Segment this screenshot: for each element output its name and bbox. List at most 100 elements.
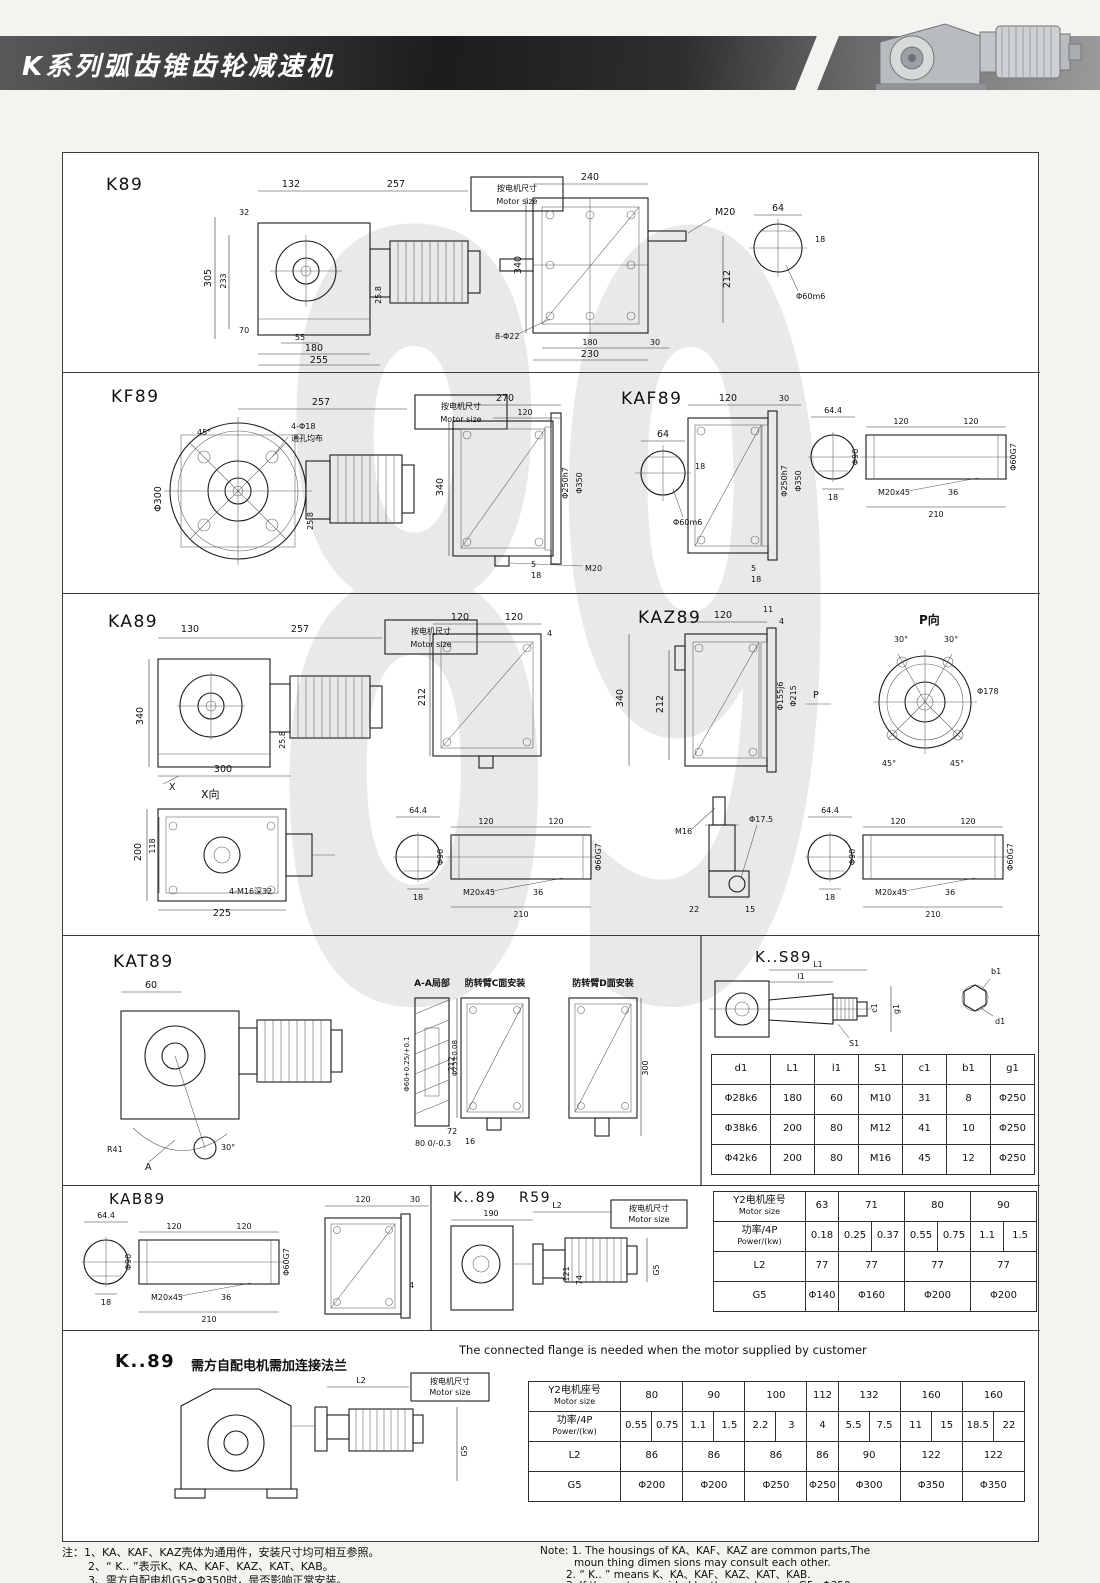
section-title-k89: K89 bbox=[106, 175, 144, 195]
ks89-cell: 180 bbox=[770, 1084, 815, 1115]
dim-label: 通孔均布 bbox=[291, 433, 323, 443]
dim-label: b1 bbox=[991, 967, 1001, 976]
dim-label: 121 bbox=[562, 1266, 571, 1281]
dim-label: Φ215 bbox=[789, 685, 798, 707]
kr59-l2: 77 bbox=[805, 1251, 839, 1282]
dim-label: Φ350 bbox=[575, 472, 584, 494]
k89-front-view-drawing bbox=[499, 183, 724, 361]
dim-label: Φ250h7 bbox=[561, 467, 570, 499]
dim-label: 36 bbox=[221, 1293, 231, 1302]
ks89-cell: Φ250 bbox=[990, 1114, 1035, 1145]
footnotes: 注：1、KA、KAF、KAZ壳体为通用件，安装尺寸均可相互参照。 2、“ K..… bbox=[62, 1545, 1042, 1583]
dim-label: Φ90 bbox=[124, 1254, 133, 1270]
dim-label: 45° bbox=[197, 428, 211, 437]
section-title-kaz89: KAZ89 bbox=[638, 608, 702, 628]
motor-size-label-cn: 按电机尺寸 bbox=[497, 183, 537, 193]
dim-label: Φ17.5 bbox=[749, 815, 773, 824]
shaft-detail-drawing: 64.4 18 120 120 Φ90 M20x45 36 210 Φ60G7 bbox=[81, 1211, 291, 1324]
section-kflange: K..89 需方自配电机需加连接法兰 The connected flange … bbox=[63, 1331, 1040, 1542]
ks89-cell: 80 bbox=[814, 1144, 859, 1175]
section-title-kab89: KAB89 bbox=[109, 1190, 166, 1208]
ks89-col-header: c1 bbox=[902, 1054, 947, 1085]
dim-label: 5 bbox=[751, 564, 756, 573]
dim-label: 30° bbox=[944, 635, 958, 644]
ka89-side-view-drawing bbox=[148, 619, 478, 785]
motor-size-label-cn: 按电机尺寸 bbox=[629, 1203, 669, 1213]
section-title-kf89: KF89 bbox=[111, 387, 160, 407]
dim-label: L1 bbox=[813, 960, 823, 969]
note-line: moun thing dimen sions may consult each … bbox=[574, 1556, 831, 1569]
table-label-en: Power/(kw) bbox=[552, 1426, 597, 1436]
section-title-ks89: K..S89 bbox=[755, 948, 812, 966]
dim-label: 210 bbox=[928, 510, 943, 519]
kflange-power: 2.2 bbox=[744, 1411, 777, 1442]
dim-label: 120 bbox=[355, 1195, 370, 1204]
dim-label: 4 bbox=[547, 629, 552, 638]
dim-label: M20 bbox=[585, 564, 602, 573]
kflange-drawings: L2 按电机尺寸 Motor size G5 bbox=[174, 1372, 490, 1499]
k89r59-side-view-drawing bbox=[450, 1199, 688, 1311]
section-title-kat89: KAT89 bbox=[113, 952, 174, 972]
dim-label: 212 bbox=[722, 270, 733, 288]
dim-label: 64.4 bbox=[97, 1211, 115, 1220]
ks89-cell: Φ38k6 bbox=[711, 1114, 771, 1145]
kr59-size: 90 bbox=[970, 1191, 1038, 1222]
dim-label: M16 bbox=[675, 827, 692, 836]
dim-label: 257 bbox=[291, 624, 309, 635]
dim-label: 74 bbox=[575, 1275, 584, 1285]
ks89-cell: 12 bbox=[946, 1144, 991, 1175]
kaz89-front-view-drawing bbox=[628, 621, 831, 773]
dim-label: 120 bbox=[893, 417, 908, 426]
dim-label: Φ60m6 bbox=[673, 518, 702, 527]
ks89-cell: Φ250 bbox=[990, 1084, 1035, 1115]
dim-label: 64.4 bbox=[824, 406, 842, 415]
kflange-size: 80 bbox=[620, 1381, 684, 1412]
dim-label: M20x45 bbox=[878, 488, 910, 497]
flange-note-cn: 需方自配电机需加连接法兰 bbox=[191, 1359, 348, 1374]
dim-label: 30° bbox=[221, 1143, 235, 1152]
dim-label: 120 bbox=[714, 610, 732, 621]
dim-label: 132 bbox=[282, 179, 300, 190]
ks89-cell: M10 bbox=[858, 1084, 903, 1115]
ks89-cell: 200 bbox=[770, 1144, 815, 1175]
table-label-cn: Y2电机座号 bbox=[733, 1195, 786, 1206]
dim-label: Φ60G7 bbox=[1009, 443, 1018, 471]
dim-label: 190 bbox=[483, 1209, 498, 1218]
kflange-power: 3 bbox=[775, 1411, 808, 1442]
kflange-power: 1.1 bbox=[682, 1411, 715, 1442]
dim-label: Φ350 bbox=[794, 470, 803, 492]
kat89-arm-d-drawing bbox=[568, 997, 642, 1137]
dim-label: 212 bbox=[417, 688, 428, 706]
dim-label: 45° bbox=[950, 759, 964, 768]
note-line: 注：1、KA、KAF、KAZ壳体为通用件，安装尺寸均可相互参照。 bbox=[62, 1546, 380, 1559]
dim-label: 18 bbox=[695, 462, 705, 471]
motor-size-label-cn: 按电机尺寸 bbox=[411, 626, 451, 636]
ks89-col-header: S1 bbox=[858, 1054, 903, 1085]
dim-label: Φ90 bbox=[436, 849, 445, 865]
kr59-power: 0.25 bbox=[838, 1221, 872, 1252]
section-title-kflange: K..89 bbox=[115, 1351, 176, 1372]
dim-label: 225 bbox=[213, 908, 231, 919]
dim-label: Φ250h7 bbox=[780, 465, 789, 497]
section-title-kaf89: KAF89 bbox=[621, 389, 683, 409]
kflange-size: 90 bbox=[682, 1381, 746, 1412]
dim-label: 340 bbox=[435, 478, 446, 496]
dim-label: 18 bbox=[101, 1298, 111, 1307]
dim-label: 257 bbox=[312, 397, 330, 408]
kr59-g5: Φ200 bbox=[904, 1281, 972, 1312]
ks89-cell: M12 bbox=[858, 1114, 903, 1145]
kflange-l2: 86 bbox=[682, 1441, 746, 1472]
kaz89-p-view-drawing bbox=[873, 650, 977, 754]
view-label: 防转臂C面安装 bbox=[465, 977, 527, 989]
ks89-shaft-end-drawing bbox=[709, 969, 994, 1039]
shaft-detail-drawing: 64.4 18 120 120 Φ90 M20x45 36 210 Φ60G7 bbox=[808, 406, 1018, 519]
dim-label: 22 bbox=[689, 905, 699, 914]
dim-label: L2 bbox=[552, 1201, 562, 1210]
dim-label: 30 bbox=[779, 394, 789, 403]
kr59-power: 0.37 bbox=[870, 1221, 906, 1252]
dim-label: 36 bbox=[948, 488, 958, 497]
dim-label: 18 bbox=[815, 235, 825, 244]
table-label-en: Motor size bbox=[738, 1206, 781, 1216]
